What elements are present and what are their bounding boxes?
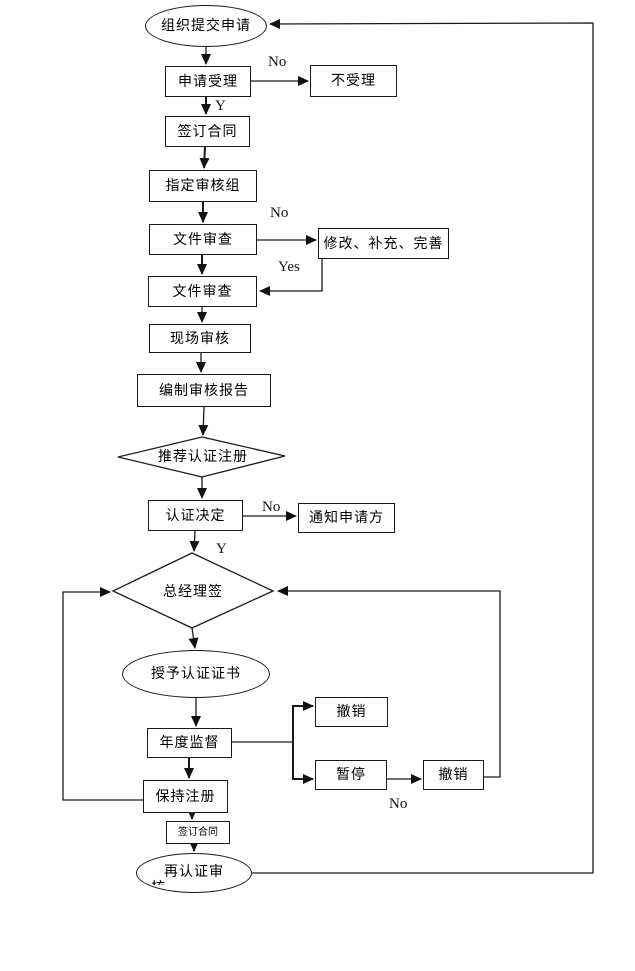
node-audit-report: 编制审核报告 — [137, 374, 271, 407]
node-annual-supervision: 年度监督 — [147, 728, 232, 758]
recertification-line1: 再认证审 — [164, 863, 224, 879]
node-recertification: 再认证审 核 — [136, 853, 252, 893]
node-revoke-2: 撤销 — [423, 760, 484, 790]
node-modify-supplement: 修改、补充、完善 — [318, 228, 449, 259]
node-assign-audit-team: 指定审核组 — [149, 170, 257, 202]
node-notify-applicant: 通知申请方 — [298, 503, 395, 533]
edge-keepreg-gmsign — [62, 587, 143, 801]
node-document-review-1: 文件审查 — [149, 224, 257, 255]
node-sign-contract: 签订合同 — [165, 116, 250, 147]
label-docreview-no: No — [270, 205, 289, 221]
edge-recert-submit — [252, 18, 594, 874]
node-not-accepted: 不受理 — [310, 65, 397, 97]
node-keep-registration: 保持注册 — [143, 780, 228, 813]
edge-split-revoke1 — [292, 701, 314, 742]
edge-contract-team — [199, 146, 210, 169]
label-accept-no: No — [268, 54, 287, 70]
node-gm-sign-label: 总经理签 — [163, 583, 223, 599]
node-revoke-1: 撤销 — [315, 697, 388, 727]
node-onsite-audit: 现场审核 — [149, 324, 251, 353]
edge-revoke2-gmsign — [277, 586, 501, 778]
node-application-acceptance: 申请受理 — [165, 66, 251, 97]
label-suspend-no: No — [389, 796, 408, 812]
node-recommend-registration-label: 推荐认证注册 — [158, 448, 248, 464]
node-sign-contract-2: 签订合同 — [166, 821, 230, 844]
label-decision-no: No — [262, 499, 281, 515]
node-submit-application: 组织提交申请 — [145, 5, 267, 47]
gm-sign-diamond-shape — [111, 552, 275, 629]
edge-decision-gmsign — [189, 530, 200, 552]
edge-split-suspend — [292, 742, 314, 784]
recommend-diamond-shape — [117, 436, 286, 478]
label-docreview-yes: Yes — [278, 259, 300, 275]
recertification-text: 再认证审 核 — [149, 863, 239, 885]
label-accept-yes: Y — [215, 98, 226, 114]
node-certification-decision: 认证决定 — [148, 500, 243, 531]
node-suspend: 暂停 — [315, 760, 387, 790]
recertification-line2: 核 — [149, 879, 239, 885]
label-decision-yes: Y — [216, 541, 227, 557]
node-award-certificate: 授予认证证书 — [122, 650, 270, 698]
edge-gmsign-award — [188, 627, 199, 649]
edge-report-recommend — [198, 406, 209, 436]
node-document-review-2: 文件审查 — [148, 276, 257, 307]
edge-modify-docreview2 — [259, 259, 323, 296]
